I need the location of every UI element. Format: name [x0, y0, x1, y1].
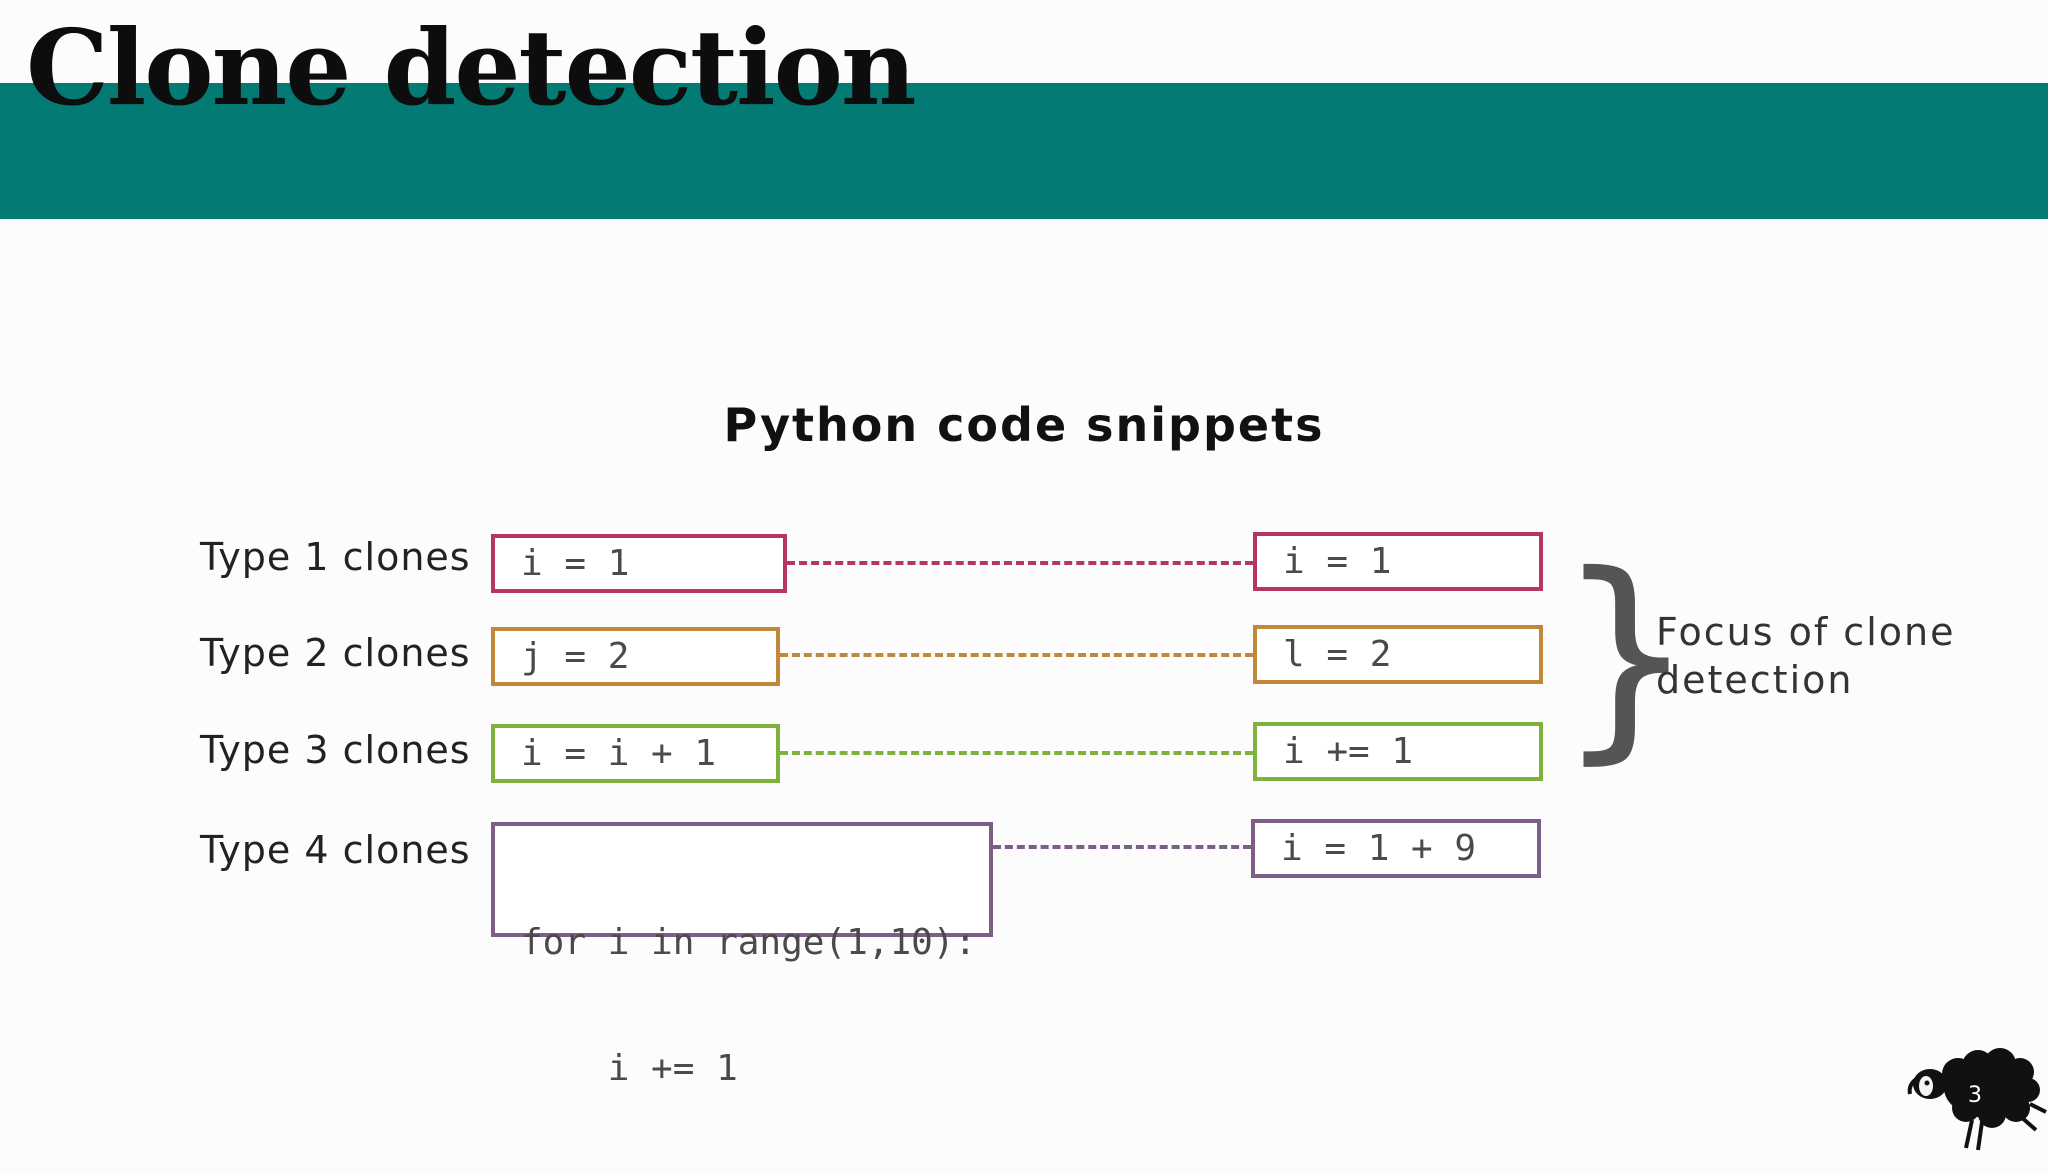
- code-line: i = 1: [521, 542, 630, 584]
- code-line: l = 2: [1283, 633, 1392, 675]
- code-line: i = 1: [1283, 540, 1392, 582]
- code-line: i = 1 + 9: [1281, 827, 1477, 869]
- dashed-connector-type-1: [787, 561, 1253, 565]
- right-code-box-type-2: l = 2: [1253, 625, 1543, 684]
- row-label-type-2: Type 2 clones: [200, 631, 471, 675]
- title-band: [0, 83, 2048, 219]
- slide-title: Clone detection: [26, 6, 917, 129]
- right-code-box-type-1: i = 1: [1253, 532, 1543, 591]
- dashed-connector-type-2: [780, 653, 1253, 657]
- row-label-type-3: Type 3 clones: [200, 728, 471, 772]
- row-label-type-4: Type 4 clones: [200, 828, 471, 872]
- slide-subtitle: Python code snippets: [723, 398, 1325, 452]
- black-sheep-icon: [1907, 1048, 2047, 1151]
- code-line: for i in range(1,10):: [521, 922, 977, 963]
- right-code-box-type-3: i += 1: [1253, 722, 1543, 781]
- left-code-box-type-3: i = i + 1: [491, 724, 780, 783]
- page-number: 3: [1968, 1083, 1982, 1108]
- focus-note: Focus of clone detection: [1656, 608, 1955, 704]
- left-code-box-type-2: j = 2: [491, 627, 780, 686]
- code-line: i += 1: [521, 1048, 738, 1089]
- focus-note-line: detection: [1656, 658, 1854, 702]
- right-code-box-type-4: i = 1 + 9: [1251, 819, 1541, 878]
- row-label-type-1: Type 1 clones: [200, 535, 471, 579]
- dashed-connector-type-3: [780, 751, 1253, 755]
- code-line: i += 1: [1283, 730, 1414, 772]
- code-line: i = i + 1: [521, 732, 717, 774]
- left-code-box-type-1: i = 1: [491, 534, 787, 593]
- right-curly-brace-icon: }: [1556, 527, 1696, 783]
- left-code-box-type-4: for i in range(1,10): i += 1: [491, 822, 993, 1089]
- dashed-connector-type-4: [993, 845, 1251, 849]
- code-line: j = 2: [521, 635, 630, 677]
- focus-note-line: Focus of clone: [1656, 610, 1956, 654]
